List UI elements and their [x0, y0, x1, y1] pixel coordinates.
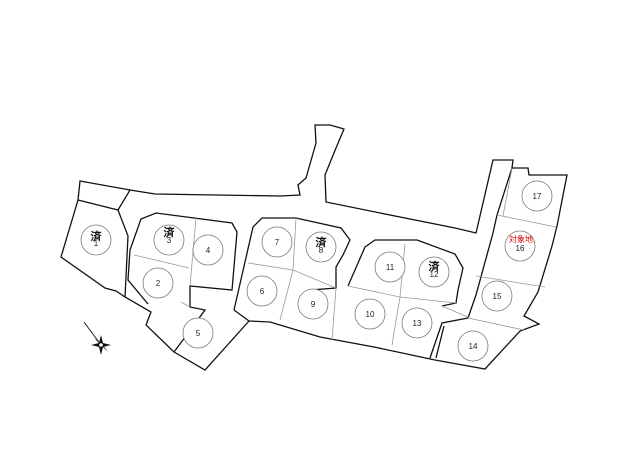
lot-12[interactable]: 済 12 [418, 256, 450, 288]
lot-9-number: 9 [311, 300, 316, 309]
site-outline [60, 124, 568, 371]
lot-12-circle [418, 256, 450, 288]
lot-11[interactable]: 11 [374, 251, 406, 283]
lot-16[interactable]: 対象地 16 [504, 230, 536, 262]
lot-7[interactable]: 7 [261, 226, 293, 258]
lot-8-number: 8 [319, 246, 324, 255]
lot-2[interactable]: 2 [142, 267, 174, 299]
lot-1-sold-mark: 済 [91, 229, 103, 243]
lot-10-number: 10 [366, 310, 375, 319]
lot-12-sold-mark: 済 [429, 259, 441, 273]
lot-14-west-edge [429, 317, 469, 359]
block-b-outline [233, 217, 351, 311]
lot-12-number: 12 [430, 270, 439, 279]
lot-markers: 済 1 2 済 3 4 5 6 7 済 8 [80, 180, 553, 362]
lot-8-sold-mark: 済 [316, 235, 328, 249]
lot-13-number: 13 [413, 319, 422, 328]
lot-2-circle [142, 267, 174, 299]
south-road-edge [233, 309, 250, 322]
lot-7-number: 7 [275, 238, 280, 247]
lot-17-circle [521, 180, 553, 212]
lot-5-number: 5 [196, 329, 201, 338]
lot-2-number: 2 [156, 279, 161, 288]
lot-15-circle [481, 280, 513, 312]
lot-15[interactable]: 15 [481, 280, 513, 312]
lot-1[interactable]: 済 1 [80, 224, 112, 256]
lot-3-number: 3 [167, 236, 172, 245]
lot-14[interactable]: 14 [457, 330, 489, 362]
block-a-outline [127, 212, 238, 353]
lot-3-circle [153, 224, 185, 256]
east-inner-line [435, 325, 445, 359]
site-boundaries [60, 124, 568, 371]
lot-9-circle [297, 288, 329, 320]
lot-11-number: 11 [386, 263, 395, 272]
lot-8[interactable]: 済 8 [305, 231, 337, 263]
lot-6[interactable]: 6 [246, 275, 278, 307]
lot-7-circle [261, 226, 293, 258]
lot-8-circle [305, 231, 337, 263]
lot-4[interactable]: 4 [192, 234, 224, 266]
east-wedge [467, 167, 513, 319]
lot-11-circle [374, 251, 406, 283]
lot-14-circle [457, 330, 489, 362]
lot-1-number: 1 [94, 239, 99, 248]
lot-13-circle [401, 307, 433, 339]
north-compass-icon [83, 321, 111, 355]
lot-5-circle [182, 317, 214, 349]
lot-10[interactable]: 10 [354, 298, 386, 330]
lot-4-circle [192, 234, 224, 266]
lot-5[interactable]: 5 [182, 317, 214, 349]
lot-15-number: 15 [493, 292, 502, 301]
lot-13[interactable]: 13 [401, 307, 433, 339]
lot-9[interactable]: 9 [297, 288, 329, 320]
lot-4-number: 4 [206, 246, 211, 255]
lot-1-circle [80, 224, 112, 256]
lot-3-sold-mark: 済 [164, 225, 176, 239]
lot-1-east-edge [117, 209, 129, 298]
lot-6-number: 6 [260, 287, 265, 296]
lot-16-target-label: 対象地 [509, 234, 533, 244]
lot-6-circle [246, 275, 278, 307]
lot-14-number: 14 [469, 342, 478, 351]
lot-16-circle [504, 230, 536, 262]
lot-3[interactable]: 済 3 [153, 224, 185, 256]
lot-1-divider [77, 189, 131, 211]
lot-17[interactable]: 17 [521, 180, 553, 212]
block-c-outline [347, 239, 464, 307]
lot-17-number: 17 [533, 192, 542, 201]
lot-16-number: 16 [516, 244, 525, 253]
lot-10-circle [354, 298, 386, 330]
